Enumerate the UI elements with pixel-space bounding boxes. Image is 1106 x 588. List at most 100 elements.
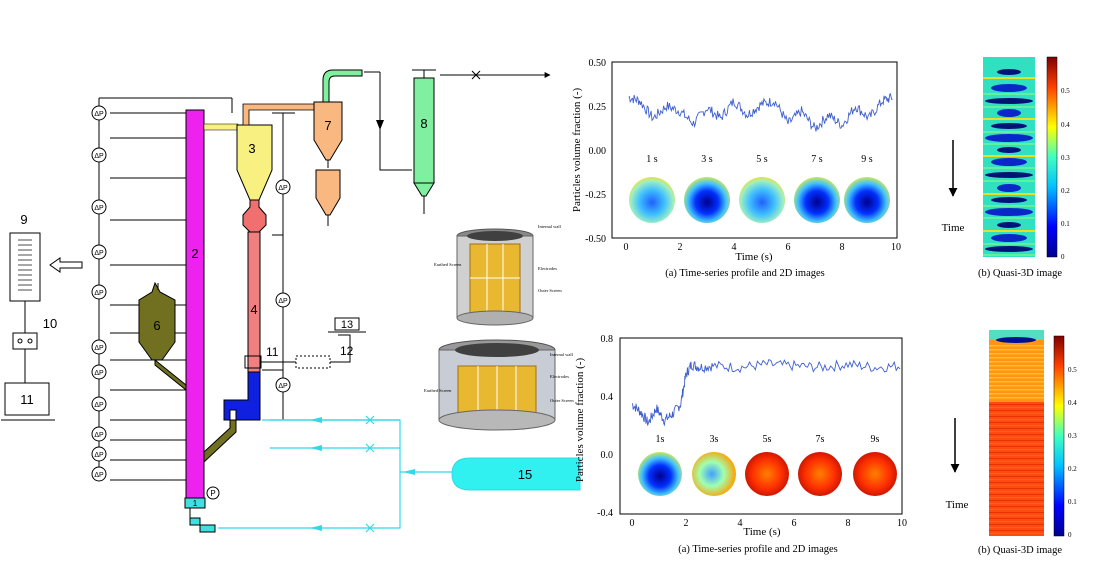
xtick-label: 6 <box>792 518 797 529</box>
dense-band <box>989 515 1044 516</box>
dense-band <box>989 455 1044 456</box>
ect-unit-14 <box>295 355 331 369</box>
data-cable <box>330 334 351 363</box>
gas-line <box>379 72 412 171</box>
dense-band <box>989 422 1044 423</box>
dense-band <box>983 93 1035 95</box>
transition-band <box>989 361 1044 363</box>
dense-band <box>989 521 1044 522</box>
pressure-gauge <box>206 486 220 500</box>
cross-section-image <box>853 452 897 496</box>
dense-band <box>989 458 1044 459</box>
unit-label-10: 10 <box>43 316 57 331</box>
dense-band <box>989 461 1044 462</box>
sensor-illustration-top: Internal wall Earthed Screen Electrodes … <box>434 224 562 326</box>
unit-label-2: 2 <box>191 246 198 261</box>
dense-band <box>989 476 1044 477</box>
dense-band <box>989 449 1044 450</box>
ect-computer-15 <box>334 317 360 331</box>
dense-band <box>989 437 1044 438</box>
dense-band <box>983 180 1035 182</box>
apparatus: ΔP ΔP ΔP ΔP ΔP ΔP ΔP ΔP ΔP ΔP ΔP ΔP ΔP Δ… <box>1 69 581 533</box>
dense-band <box>989 500 1044 501</box>
dense-band <box>989 485 1044 486</box>
sensor-label: Outer Screen <box>538 288 562 293</box>
dense-band <box>989 467 1044 468</box>
colorbar-tick: 0.1 <box>1061 220 1070 228</box>
snapshot-label: 9 s <box>861 154 873 165</box>
dense-band <box>983 205 1035 207</box>
void-band <box>985 208 1033 216</box>
hopper-feed-pipe <box>154 358 187 392</box>
dp-gauges <box>91 105 291 482</box>
air-supply-lines <box>218 419 455 529</box>
dense-band <box>989 530 1044 531</box>
chart-top-ylabel: Particles volume fraction (-) <box>571 88 583 213</box>
dp-label: ΔP <box>94 402 104 409</box>
transition-band <box>989 389 1044 391</box>
colorbar-tick: 0.4 <box>1068 399 1077 407</box>
chart-bottom-xticks: 0 2 4 6 8 10 <box>630 518 908 529</box>
dense-band <box>989 527 1044 528</box>
dp-label: ΔP <box>94 432 104 439</box>
void-band <box>991 123 1027 129</box>
chart-top-xlabel: Time (s) <box>735 251 773 263</box>
loop-seal <box>223 371 261 421</box>
void-band <box>997 184 1021 192</box>
xtick-label: 10 <box>891 242 901 253</box>
dense-band <box>983 143 1035 145</box>
sensor-label: Electrodes <box>538 266 557 271</box>
dense-band <box>983 243 1035 245</box>
dp-label: ΔP <box>278 383 288 390</box>
colorbar-bottom-ticks: 0.5 0.4 0.3 0.2 0.1 0 <box>1068 366 1077 539</box>
ytick-label: 0.4 <box>601 392 614 403</box>
chart-bottom-series-line <box>631 358 901 427</box>
cross-section-image <box>739 177 785 223</box>
data-acquisition-9 <box>9 232 41 302</box>
standpipe-head <box>242 199 267 233</box>
unit-label-12: 15 <box>518 467 532 482</box>
feed-hopper <box>138 281 176 361</box>
chart-bottom-cross-sections <box>638 452 897 496</box>
void-band <box>985 98 1033 104</box>
dense-band <box>989 506 1044 507</box>
snapshot-label: 9s <box>871 434 880 445</box>
colorbar-tick: 0.2 <box>1068 465 1077 473</box>
riser-base <box>184 497 206 509</box>
dense-band <box>989 518 1044 519</box>
chart-top-caption: (a) Time-series profile and 2D images <box>665 268 825 279</box>
dense-band <box>989 431 1044 432</box>
xtick-label: 0 <box>624 242 629 253</box>
return-leg <box>203 419 237 464</box>
chart-top: Particles volume fraction (-) Time (s) (… <box>571 58 901 279</box>
unit-label-1: 1 <box>193 499 198 508</box>
dense-band <box>983 193 1035 195</box>
unit-label-9: 9 <box>20 212 27 227</box>
dp-label: ΔP <box>94 290 104 297</box>
ytick-label: 0.00 <box>589 146 607 157</box>
chart-top-xticks: 0 2 4 6 8 10 <box>624 242 902 253</box>
cross-section-image <box>844 177 890 223</box>
snapshot-label: 7s <box>816 434 825 445</box>
transition-band <box>989 381 1044 383</box>
ytick-label: 0.0 <box>601 450 614 461</box>
transition-band <box>989 349 1044 351</box>
transition-band <box>989 377 1044 379</box>
chart-bottom-snapshots: 1s 3s 5s 7s 9s <box>656 434 880 445</box>
void-band <box>991 84 1027 92</box>
air-valves <box>365 415 375 533</box>
transition-band <box>989 397 1044 399</box>
dense-band <box>989 488 1044 489</box>
xtick-label: 8 <box>846 518 851 529</box>
unit-label-14: 12 <box>340 344 354 358</box>
snapshot-label: 7 s <box>811 154 823 165</box>
dense-band <box>983 118 1035 120</box>
riser-column <box>185 109 205 499</box>
sensor-label: Electrodes <box>550 374 569 379</box>
unit-label-13: 11 <box>266 345 279 359</box>
cyclone-inlet-pipe <box>242 103 316 126</box>
ytick-label: -0.50 <box>585 234 606 245</box>
quasi-3d-bottom: 0.5 0.4 0.3 0.2 0.1 0 Time (b) Quasi-3D … <box>946 330 1077 556</box>
quasi-bottom-caption: (b) Quasi-3D image <box>978 545 1062 556</box>
unit-label-7: 7 <box>324 118 331 133</box>
